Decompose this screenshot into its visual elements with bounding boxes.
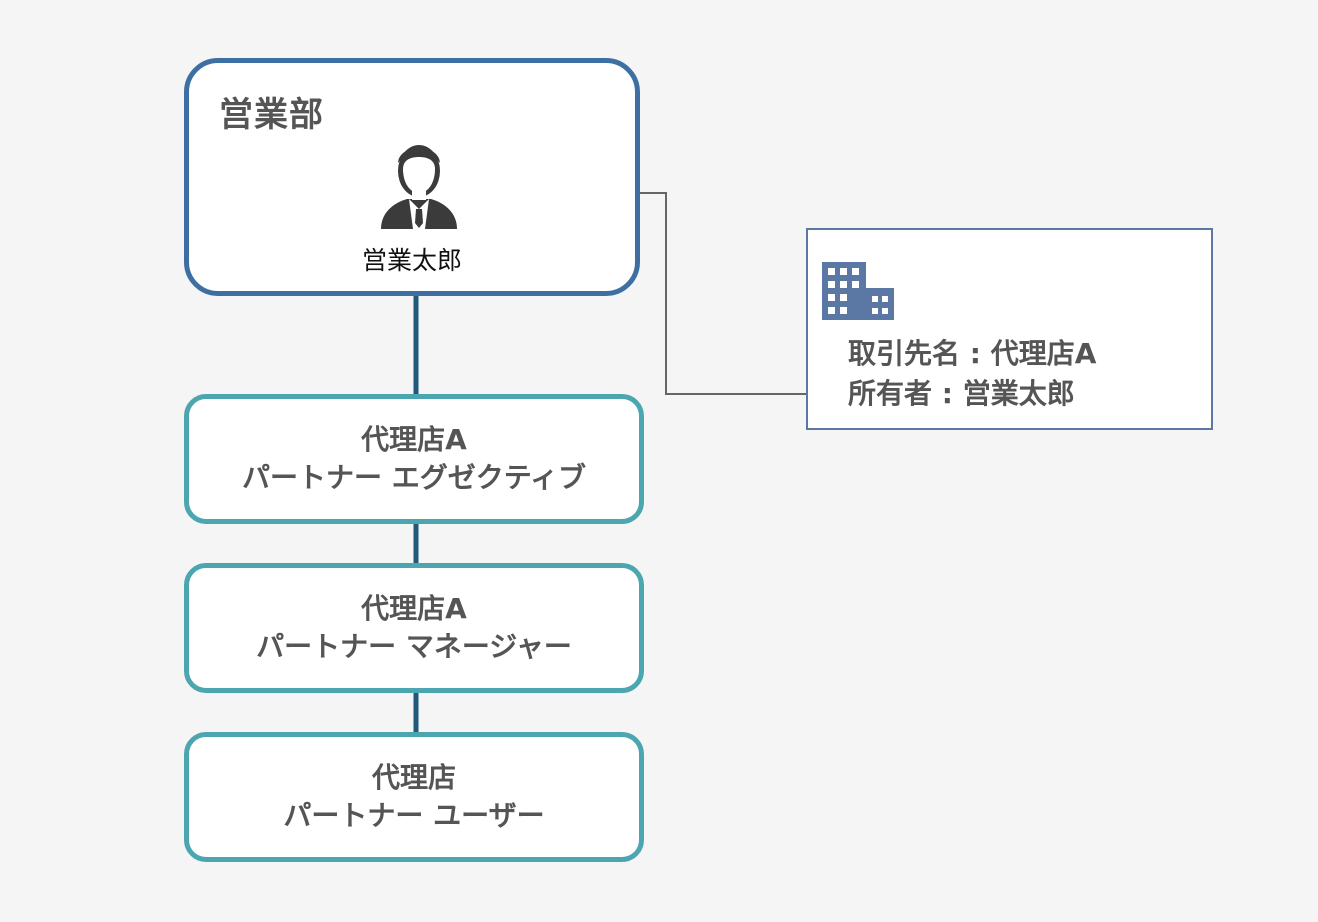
account-record-card: 取引先名 : 代理店A 所有者 : 営業太郎: [806, 228, 1213, 430]
partner-user-account: 代理店: [371, 761, 456, 794]
partner-executive-role: パートナー エグゼクティブ: [241, 461, 587, 494]
account-owner-line: 所有者 : 営業太郎: [848, 377, 1075, 410]
person-name: 営業太郎: [361, 246, 462, 275]
account-name-line: 取引先名 : 代理店A: [848, 337, 1097, 370]
partner-user-box: 代理店 パートナー ユーザー: [184, 732, 644, 862]
building-icon: [822, 262, 894, 320]
partner-manager-box: 代理店A パートナー マネージャー: [184, 563, 644, 693]
partner-executive-account: 代理店A: [361, 423, 467, 456]
partner-manager-role: パートナー マネージャー: [256, 630, 572, 663]
partner-manager-account: 代理店A: [361, 592, 467, 625]
partner-executive-box: 代理店A パートナー エグゼクティブ: [184, 394, 644, 524]
sales-department-box: 営業部 営業太郎: [184, 58, 640, 296]
partner-user-role: パートナー ユーザー: [283, 799, 545, 832]
department-title: 営業部: [219, 95, 324, 135]
businessman-icon: [381, 145, 457, 229]
